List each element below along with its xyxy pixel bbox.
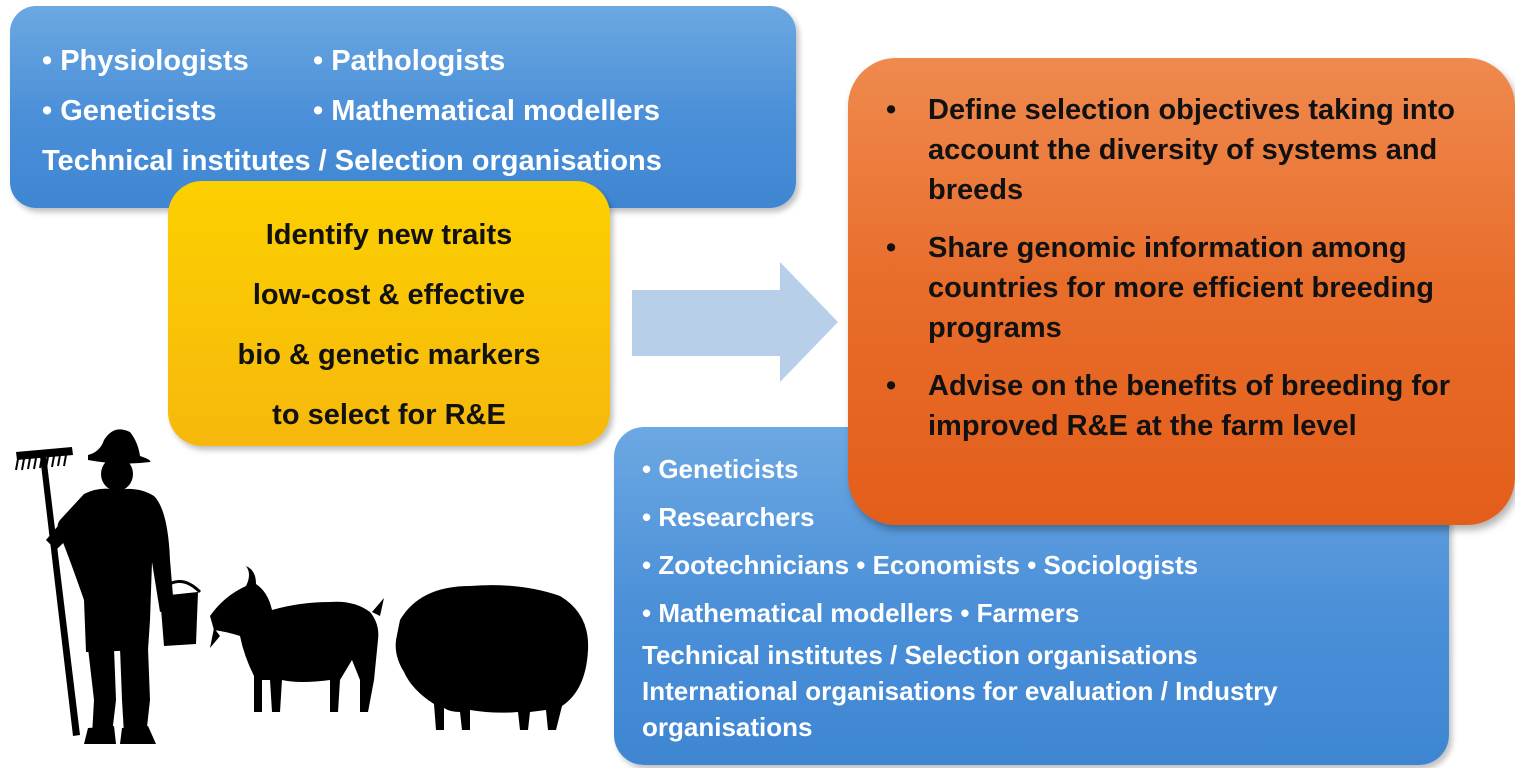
bottom-row-1: Geneticists xyxy=(642,445,1449,493)
actor-geneticists: Geneticists xyxy=(642,445,798,493)
actor-researchers: Researchers xyxy=(642,493,814,541)
top-institutes-line: Technical institutes / Selection organis… xyxy=(42,145,662,177)
traits-line-4: to select for R&E xyxy=(272,399,506,431)
actor-sociologists: Sociologists xyxy=(1027,541,1199,589)
objective-text: Advise on the benefits of breeding for i… xyxy=(928,370,1451,442)
traits-line-1: Identify new traits xyxy=(265,219,513,251)
objectives-box: • Define selection objectives taking int… xyxy=(848,58,1515,525)
goat-icon xyxy=(210,566,384,712)
objective-item: • Define selection objectives taking int… xyxy=(886,90,1485,210)
bottom-row-4: Mathematical modellers Farmers xyxy=(642,589,1449,637)
bottom-international-line: International organisations for evaluati… xyxy=(642,676,1278,706)
actor-zootechnicians: Zootechnicians xyxy=(642,541,849,589)
bottom-row-3: Zootechnicians Economists Sociologists xyxy=(642,541,1449,589)
actor-mathematical-modellers: Mathematical modellers xyxy=(642,589,953,637)
traits-line-2: low-cost & effective xyxy=(252,279,526,311)
bullet-icon: • xyxy=(886,370,897,402)
traits-box: Identify new traits low-cost & effective… xyxy=(168,181,610,446)
bullet-icon: • xyxy=(886,94,897,126)
bottom-row-2: Researchers xyxy=(642,493,1449,541)
actor-mathematical-modellers: Mathematical modellers xyxy=(313,86,660,136)
actor-economists: Economists xyxy=(856,541,1020,589)
traits-line-3: bio & genetic markers xyxy=(237,339,541,371)
bottom-institutes-line: Technical institutes / Selection organis… xyxy=(642,640,1198,670)
top-row-1: PhysiologistsPathologists xyxy=(42,36,796,86)
objective-item: • Share genomic information among countr… xyxy=(886,228,1485,348)
actor-farmers: Farmers xyxy=(960,589,1080,637)
objective-text: Define selection objectives taking into … xyxy=(928,94,1455,206)
actor-geneticists: Geneticists xyxy=(42,86,313,136)
farm-silhouettes xyxy=(15,429,589,744)
arrow-right-icon xyxy=(632,262,838,382)
sheep-icon xyxy=(395,585,589,730)
objective-text: Share genomic information among countrie… xyxy=(928,232,1434,344)
bottom-organisations-line: organisations xyxy=(642,712,813,742)
top-actors-box: PhysiologistsPathologists GeneticistsMat… xyxy=(10,6,796,208)
bullet-icon: • xyxy=(886,232,897,264)
objective-item: • Advise on the benefits of breeding for… xyxy=(886,366,1485,446)
farmer-icon xyxy=(15,429,202,744)
actor-physiologists: Physiologists xyxy=(42,36,313,86)
actor-pathologists: Pathologists xyxy=(313,36,505,86)
top-row-2: GeneticistsMathematical modellers xyxy=(42,86,796,136)
